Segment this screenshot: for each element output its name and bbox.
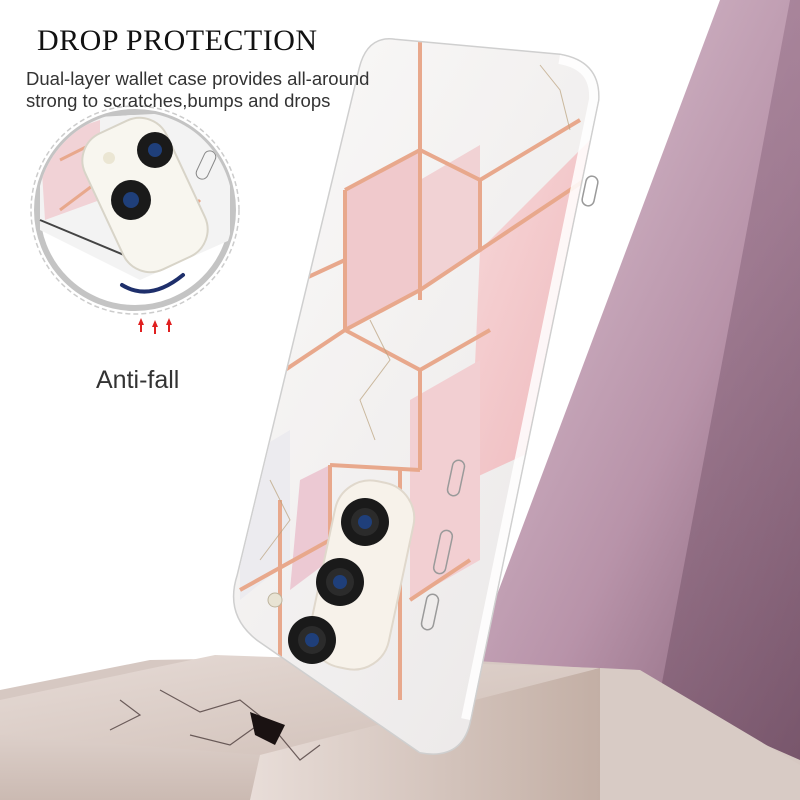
side-buttons: [420, 175, 599, 631]
anti-fall-inset: [30, 105, 240, 334]
pedestal: [0, 655, 800, 800]
camera-lens: [316, 558, 364, 606]
background-wall: [420, 0, 800, 800]
camera-lens: [288, 616, 336, 664]
headline: DROP PROTECTION: [37, 24, 318, 57]
impact-arc-icon: [120, 273, 185, 294]
description-line-1: Dual-layer wallet case provides all-arou…: [26, 68, 370, 89]
camera-lens: [341, 498, 389, 546]
description-line-2: strong to scratches,bumps and drops: [26, 90, 331, 111]
up-arrows-icon: [138, 318, 172, 334]
description: Dual-layer wallet case provides all-arou…: [26, 68, 386, 112]
inset-caption: Anti-fall: [96, 366, 180, 394]
